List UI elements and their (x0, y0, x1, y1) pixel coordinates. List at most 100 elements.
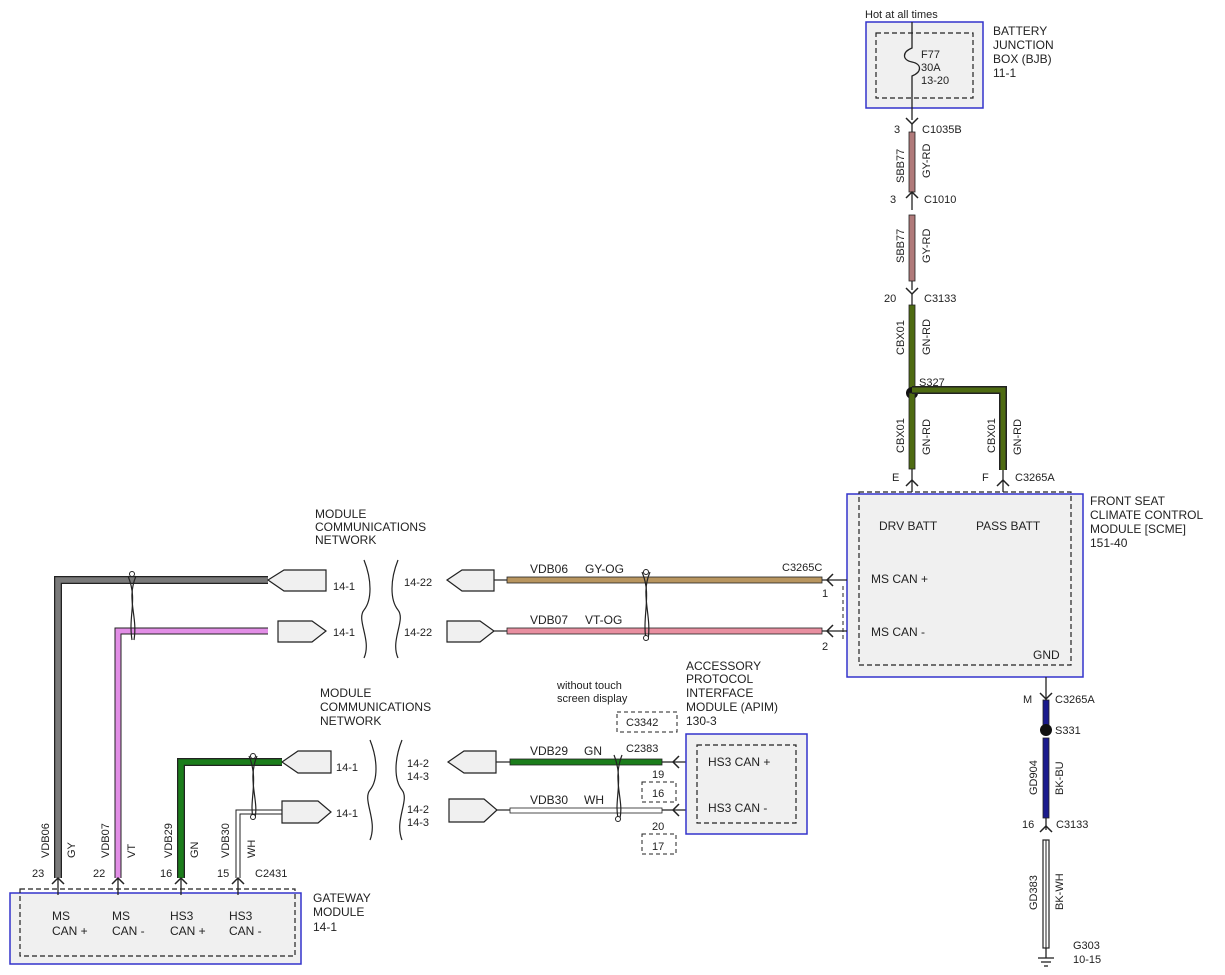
twisted-pair-icon (613, 754, 623, 822)
cbx01-circuit-2: CBX01 (895, 418, 907, 453)
apim-hs3-can-plus: HS3 CAN + (708, 755, 770, 769)
apim-pin-16: 16 (652, 788, 664, 800)
apim-alt-connector: C3342 (626, 717, 658, 729)
gateway-pin-16[interactable] (174, 876, 188, 895)
scme-pin-1: 1 (822, 588, 828, 600)
wire-vdb29-gateway[interactable] (177, 758, 282, 878)
mcn-top-right-ref-1: 14-22 (404, 577, 432, 589)
ground-symbol-icon (1038, 957, 1054, 967)
mcn-top-connector-left-1[interactable] (266, 569, 327, 592)
apim-module[interactable] (685, 733, 808, 835)
wire-vdb07-scme[interactable] (494, 624, 847, 638)
c3133-pin-20: 20 (884, 293, 896, 305)
gateway-pin-23[interactable] (51, 876, 65, 895)
wire-vdb06-gateway[interactable] (54, 576, 268, 878)
bjb-title-line-3: BOX (BJB) (993, 52, 1052, 66)
scme-pass-batt: PASS BATT (976, 519, 1041, 533)
vdb07-circuit-label: VDB07 (530, 613, 568, 627)
apim-hs3-can-minus: HS3 CAN - (708, 801, 767, 815)
twisted-pair-icon (127, 571, 137, 641)
sbb77-color-2: GY-RD (921, 229, 933, 263)
gateway-pin-22-circuit: VDB07 (100, 823, 112, 858)
apim-title-line-4: MODULE (APIM) (686, 700, 778, 714)
gateway-pin-23-color: GY (66, 841, 78, 858)
gateway-pin-22-num: 22 (93, 868, 105, 880)
mcn-bottom-connector-right-1[interactable] (446, 750, 497, 774)
c3133-label-bottom: C3133 (1056, 819, 1088, 831)
cbx01-color-2: GN-RD (921, 419, 933, 455)
mcn-bottom-title-line-3: NETWORK (320, 714, 381, 728)
gateway-pin-15-num: 15 (217, 868, 229, 880)
scme-title-line-3: MODULE [SCME] (1090, 522, 1186, 536)
gateway-pin-16-color: GN (189, 841, 201, 858)
mcn-bottom-left-ref-2: 14-1 (336, 808, 358, 820)
gateway-pin-22[interactable] (111, 876, 125, 895)
mcn-top-connector-right-1[interactable] (445, 569, 495, 592)
gateway-pin-15-label-2: CAN - (229, 924, 262, 938)
c1035b-label: C1035B (922, 124, 962, 136)
gd383-color: BK-WH (1054, 873, 1066, 910)
mcn-top-left-ref-2: 14-1 (333, 627, 355, 639)
vdb07-color-label: VT-OG (585, 613, 622, 627)
mcn-top-break-icon (361, 559, 401, 659)
gd383-circuit: GD383 (1028, 875, 1040, 910)
mcn-bottom-right-ref-2b: 14-3 (407, 817, 429, 829)
scme-pin-e: E (892, 472, 899, 484)
scme-module[interactable] (846, 491, 1084, 678)
wire-vdb07-gateway[interactable] (114, 627, 268, 878)
mcn-top-right-ref-2: 14-22 (404, 627, 432, 639)
fuse-line-2: 30A (921, 62, 941, 74)
gateway-pin-22-label-2: CAN - (112, 924, 145, 938)
vdb30-color-label: WH (584, 793, 604, 807)
gateway-pin-23-label-1: MS (52, 909, 70, 923)
scme-drv-batt: DRV BATT (879, 519, 938, 533)
fuse-f77-icon (903, 22, 921, 108)
c1010-pin: 3 (890, 194, 896, 206)
apim-title-line-3: INTERFACE (686, 686, 753, 700)
cbx01-color-1: GN-RD (921, 319, 933, 355)
scme-pin-2: 2 (822, 641, 828, 653)
sbb77-circuit-2: SBB77 (895, 229, 907, 263)
mcn-bottom-connector-right-2[interactable] (448, 798, 498, 823)
c1035b-pin: 3 (894, 124, 900, 136)
mcn-top-connector-right-2[interactable] (446, 620, 496, 643)
apim-pin-19: 19 (652, 769, 664, 781)
ground-pin-m: M (1023, 694, 1032, 706)
mcn-bottom-right-ref-1b: 14-3 (407, 771, 429, 783)
wire-cbx01-feed[interactable] (905, 294, 1010, 492)
mcn-bottom-title-line-2: COMMUNICATIONS (320, 700, 431, 714)
gateway-pin-22-color: VT (126, 844, 138, 858)
splice-s331 (1040, 724, 1052, 736)
mcn-top-connector-left-2[interactable] (277, 620, 328, 643)
wire-vdb30-gateway[interactable] (235, 809, 282, 878)
hot-at-all-times-label: Hot at all times (865, 9, 938, 21)
wire-vdb06-scme[interactable] (494, 573, 847, 587)
c3133-label-top: C3133 (924, 293, 956, 305)
battery-junction-box[interactable] (865, 21, 984, 109)
splice-s327-label: S327 (919, 377, 945, 389)
mcn-bottom-title-line-1: MODULE (320, 686, 371, 700)
scme-title-line-4: 151-40 (1090, 536, 1128, 550)
gateway-pin-15[interactable] (231, 876, 245, 895)
mcn-bottom-connector-left-2[interactable] (281, 800, 332, 824)
gd904-color: BK-BU (1054, 761, 1066, 795)
gateway-module[interactable] (9, 888, 302, 965)
gateway-pin-16-label-1: HS3 (170, 909, 194, 923)
vdb06-circuit-label: VDB06 (530, 562, 568, 576)
wire-gd383[interactable] (1038, 839, 1054, 967)
bjb-title-line-2: JUNCTION (993, 38, 1054, 52)
vdb29-circuit-label: VDB29 (530, 744, 568, 758)
fuse-line-1: F77 (921, 49, 940, 61)
wire-gd904[interactable] (1039, 677, 1053, 833)
gateway-pin-23-num: 23 (32, 868, 44, 880)
twisted-pair-icon (248, 753, 258, 820)
wire-sbb77-segment-1[interactable] (905, 108, 919, 210)
scme-ms-can-minus: MS CAN - (871, 625, 925, 639)
gateway-pin-23-label-2: CAN + (52, 924, 88, 938)
apim-note-line-1: without touch (556, 680, 622, 692)
wire-sbb77-segment-2[interactable] (905, 214, 919, 296)
mcn-bottom-connector-left-1[interactable] (280, 750, 332, 774)
sbb77-circuit-1: SBB77 (895, 149, 907, 183)
fuse-line-3: 13-20 (921, 75, 949, 87)
